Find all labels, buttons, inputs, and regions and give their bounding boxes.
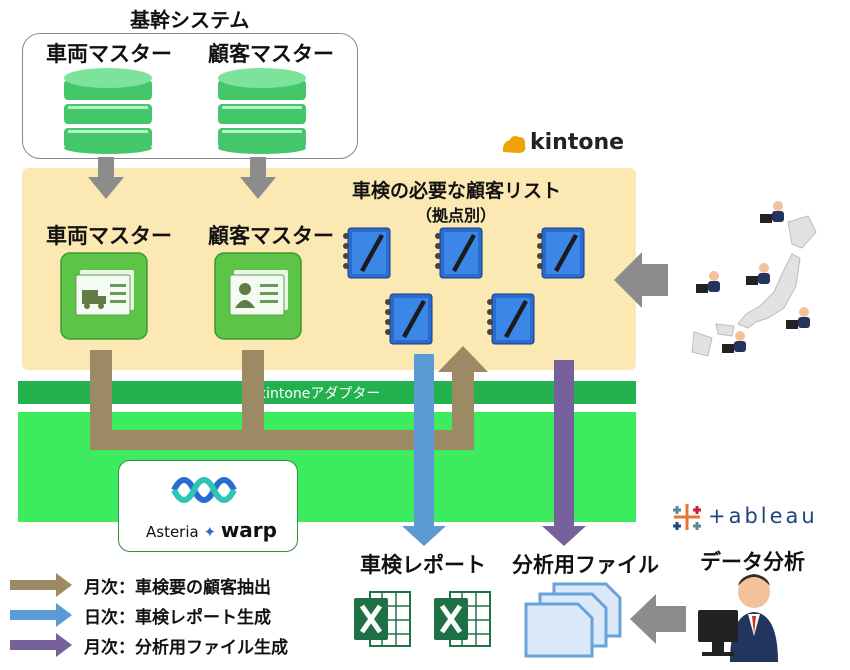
legend-label-report: 日次：車検レポート生成 [84,608,271,628]
legend-item-extraction: 月次：車検要の顧客抽出 [10,572,310,598]
asteria-name-suffix: warp [220,518,277,542]
customer-card-icon [214,252,302,340]
legend-item-report: 日次：車検レポート生成 [10,602,310,628]
excel-icon [354,591,411,647]
notebook-icon [435,227,483,279]
notebook-icon [343,227,391,279]
tableau-logo-text: +ableau [708,504,818,528]
excel-icon [434,591,491,647]
legend-label-file: 月次：分析用ファイル生成 [84,638,288,658]
asteria-warp-logo: Asteria ✦ warp [146,518,277,542]
legend-item-file: 月次：分析用ファイル生成 [10,632,310,658]
asteria-name-prefix: Asteria [146,523,199,541]
output-arrow-left [630,594,686,644]
notebook-icon [385,293,433,345]
legend-arrow-extraction [10,573,72,597]
vehicle-card-icon [60,252,148,340]
data-analysis-label: データ分析 [700,550,805,574]
customer-list-subtitle: （拠点別） [416,206,497,225]
analyst-icon [698,574,778,662]
input-arrow-left [614,252,668,308]
core-customer-master-label: 顧客マスター [208,42,334,66]
legend-arrow-report [10,603,72,627]
asteria-warp-box [118,460,298,552]
sync-arrow-customer [240,157,276,199]
kintone-vehicle-master-label: 車両マスター [46,224,172,248]
kintone-logo-icon [502,136,526,153]
sync-arrow-vehicle [88,157,124,199]
japan-map-icon [691,201,817,357]
core-vehicle-master-label: 車両マスター [46,42,172,66]
kintone-logo-text: kintone [530,130,625,155]
customer-list-title: 車検の必要な顧客リスト [352,180,562,202]
notebook-icon [537,227,585,279]
tableau-icon [673,504,701,530]
legend-arrow-file [10,633,72,657]
database-icon [64,68,152,154]
asteria-wave-icon [171,477,237,503]
file-stack-icon [524,582,622,658]
kintone-adapter-bar [18,381,636,404]
kintone-customer-master-label: 顧客マスター [208,224,334,248]
database-icon [218,68,306,154]
notebook-icon [487,293,535,345]
core-system-title: 基幹システム [130,8,250,32]
legend-label-extraction: 月次：車検要の顧客抽出 [84,578,271,598]
report-label: 車検レポート [360,553,486,577]
analysis-file-label: 分析用ファイル [512,553,659,577]
kintone-adapter-label: kintoneアダプター [258,386,381,402]
